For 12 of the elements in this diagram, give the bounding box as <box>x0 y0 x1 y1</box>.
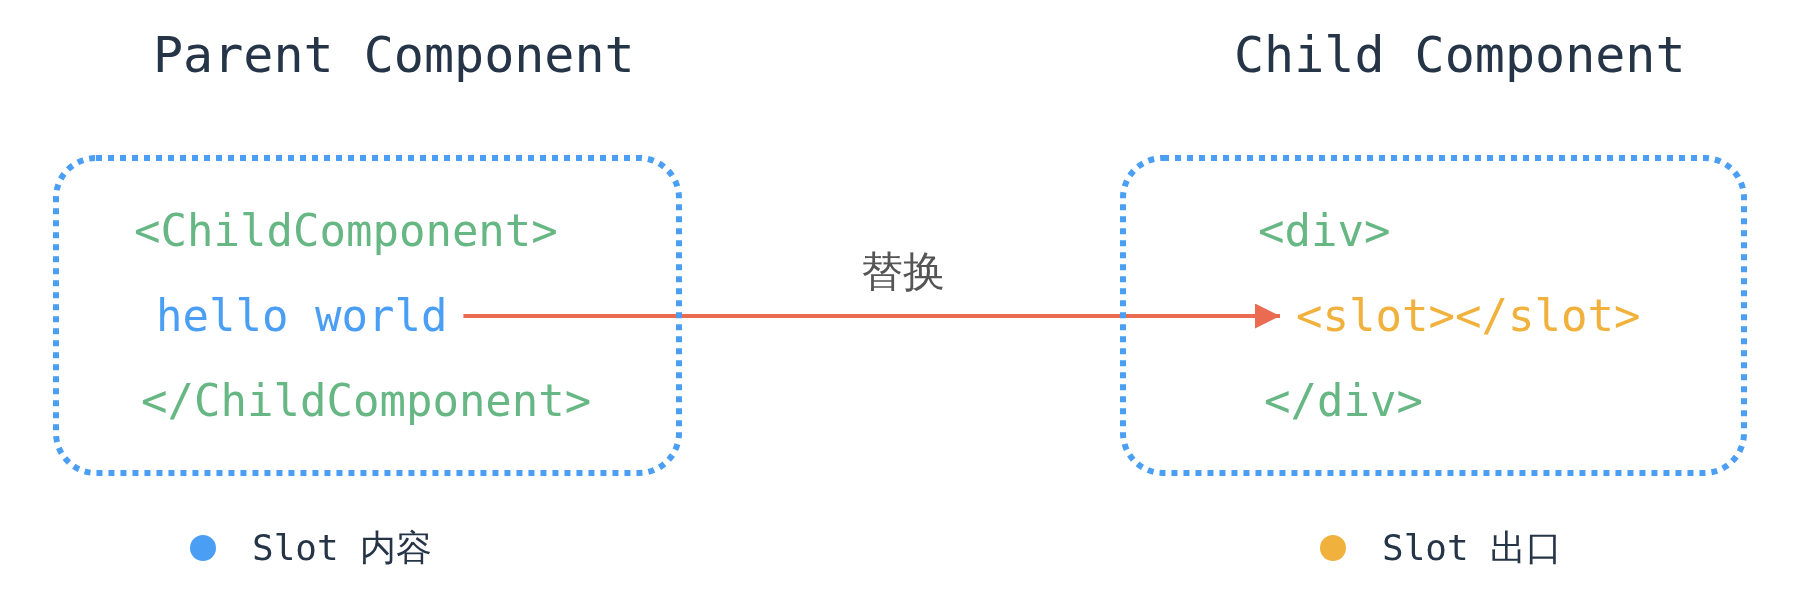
code-line: <slot></slot> <box>1280 289 1657 343</box>
code-line: </div> <box>1264 374 1423 428</box>
component-title: Child Component <box>1234 25 1686 85</box>
code-line: <ChildComponent> <box>134 204 558 258</box>
legend-label: Slot 内容 <box>252 526 433 570</box>
component-title: Parent Component <box>153 25 635 85</box>
code-line: </ChildComponent> <box>141 374 592 428</box>
code-line: <div> <box>1258 204 1391 258</box>
edge-label: 替换 <box>860 247 945 297</box>
arrow <box>463 303 1280 329</box>
code-line: hello world <box>140 289 464 343</box>
legend-label: Slot 出口 <box>1382 526 1563 570</box>
